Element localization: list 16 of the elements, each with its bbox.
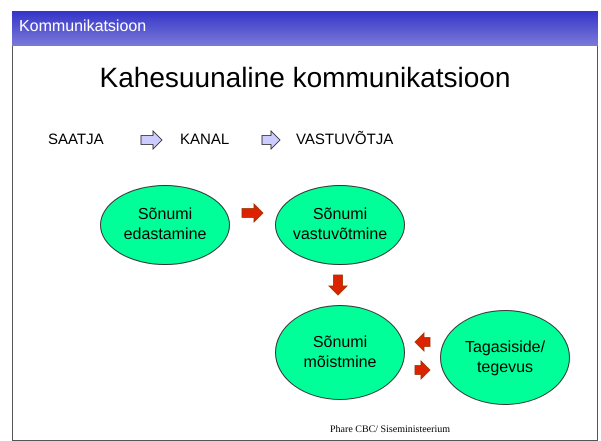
process-ellipse: Sõnumi mõistmine xyxy=(275,305,405,400)
block-arrow xyxy=(140,130,163,150)
footer-note: Phare CBC/ Siseministeerium xyxy=(330,424,450,436)
block-arrow xyxy=(414,360,431,380)
slide-title: Kahesuunaline kommunikatsioon xyxy=(98,61,512,95)
process-ellipse: Sõnumi edastamine xyxy=(100,185,230,265)
process-ellipse: Tagasiside/ tegevus xyxy=(440,310,570,405)
block-arrow xyxy=(262,130,281,150)
block-arrow xyxy=(414,332,430,352)
flow-label: KANAL xyxy=(180,131,246,149)
block-arrow xyxy=(328,274,348,296)
flow-label: VASTUVÕTJA xyxy=(296,131,424,149)
header-text: Kommunikatsioon xyxy=(19,17,146,37)
process-ellipse: Sõnumi vastuvõtmine xyxy=(275,185,405,265)
block-arrow xyxy=(242,203,264,223)
flow-label: SAATJA xyxy=(48,131,123,149)
